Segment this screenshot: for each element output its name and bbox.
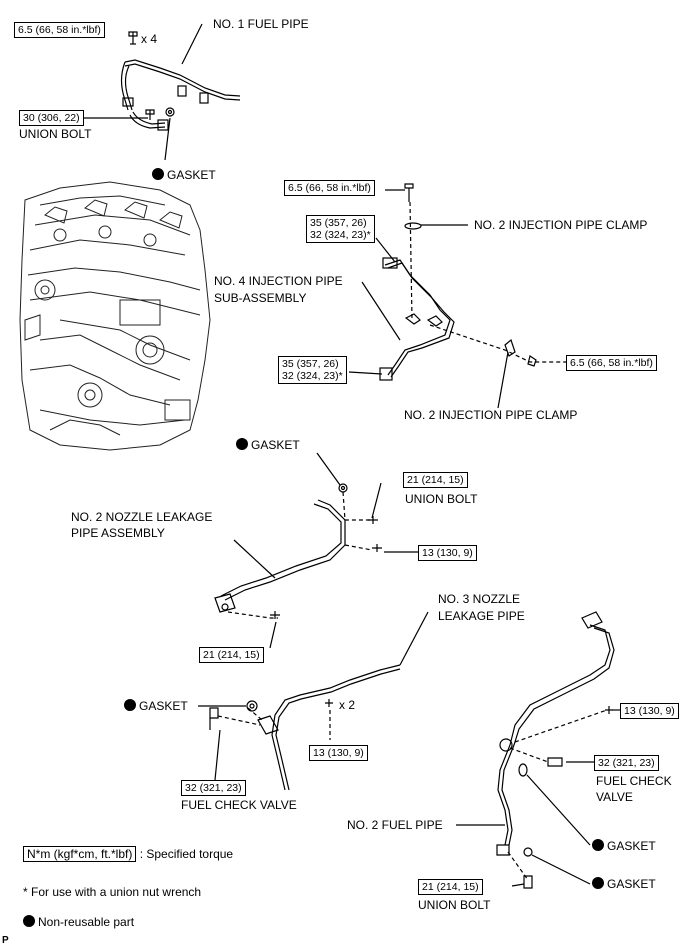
leader-t7 [371,482,382,519]
leader-t9 [269,621,277,649]
gasket-right-2-label: GASKET [592,877,656,891]
leader-no2-nozzle [233,539,276,579]
no3-nozzle-leakage-label-1: NO. 3 NOZZLE [438,592,521,606]
leader-gasket-right-1 [526,774,591,846]
torque-t14: 21 (214, 15) [418,879,483,895]
x2-label: x 2 [339,698,356,712]
no1-fuel-pipe-label: NO. 1 FUEL PIPE [213,17,309,31]
leader-gasket-mid [316,452,341,486]
no4-injection-pipe-label-2: SUB-ASSEMBLY [214,291,307,305]
no1-fuel-pipe-drawing [120,31,241,131]
fuel-check-valve-right-label-2: VALVE [596,790,633,804]
fuel-check-valve-left-label: FUEL CHECK VALVE [181,798,297,812]
non-reusable-dot-icon [592,877,604,889]
no3-nozzle-leakage-pipe-drawing [209,664,401,791]
no2-injection-pipe-clamp-bottom-label: NO. 2 INJECTION PIPE CLAMP [404,408,578,422]
leader-no4-pipe [361,281,401,341]
no2-fuel-pipe-label: NO. 2 FUEL PIPE [347,818,443,832]
non-reusable-dot-icon [152,168,164,180]
corner-code: P [2,935,9,946]
leader-clamp-bottom [497,351,509,409]
no2-fuel-pipe-drawing [496,611,615,889]
leader-t12 [214,729,221,781]
dash-t9 [227,611,278,619]
dash-t8 [344,544,373,551]
no3-nozzle-leakage-label-2: LEAKAGE PIPE [438,609,525,623]
leader-gasket-top [164,117,171,161]
dash-gasket-mid [342,491,370,521]
dash-gasket-left [247,707,263,721]
non-reusable-dot-icon [124,699,136,711]
no4-injection-pipe-drawing [379,183,537,381]
torque-t4: 35 (357, 26)32 (324, 23)* [306,215,375,243]
legend-asterisk-note: * For use with a union nut wrench [23,885,202,899]
no4-injection-pipe-label-1: NO. 4 INJECTION PIPE [214,274,343,288]
union-bolt-bottom-label: UNION BOLT [418,898,491,912]
torque-t5: 35 (357, 26)32 (324, 23)* [278,356,347,384]
torque-t2: 30 (306, 22) [19,110,84,126]
torque-t1: 6.5 (66, 58 in.*lbf) [14,22,105,38]
no2-nozzle-leakage-label-2: PIPE ASSEMBLY [71,526,165,540]
dash-fcv-left [217,715,261,726]
gasket-top-label: GASKET [152,168,216,182]
gasket-mid-label: GASKET [236,438,300,452]
torque-t8: 13 (130, 9) [418,545,477,561]
dash-t11 [514,709,608,743]
dash-fcv-right [509,747,549,763]
torque-t10: 13 (130, 9) [309,745,368,761]
gasket-left-label: GASKET [124,699,188,713]
union-bolt-top-label: UNION BOLT [19,127,92,141]
legend-torque-desc: : Specified torque [139,847,234,861]
no2-nozzle-leakage-pipe-drawing [214,483,382,619]
gasket-right-1-label: GASKET [592,839,656,853]
leader-t14 [511,883,525,887]
torque-t9: 21 (214, 15) [199,647,264,663]
torque-t12: 32 (321, 23) [181,780,246,796]
leader-gasket-right-2 [531,854,591,885]
torque-t7: 21 (214, 15) [403,472,468,488]
torque-t13: 32 (321, 23) [594,755,659,771]
dash-union-bolt-bottom [507,851,529,881]
leader-t5 [348,371,383,375]
non-reusable-dot-icon [236,438,248,450]
leader-t4 [375,237,396,263]
fuel-check-valve-right-label-1: FUEL CHECK [596,774,672,788]
non-reusable-dot-icon [592,839,604,851]
dash-clamp-bottom [429,324,566,363]
torque-t3: 6.5 (66, 58 in.*lbf) [284,180,375,196]
leader-no3-nozzle [399,611,429,666]
no2-injection-pipe-clamp-top-label: NO. 2 INJECTION PIPE CLAMP [474,218,648,232]
legend-non-reusable: Non-reusable part [23,915,134,929]
legend-torque-unit: N*m (kgf*cm, ft.*lbf) [23,846,137,862]
x4-label: x 4 [141,32,158,46]
torque-t11: 13 (130, 9) [620,703,679,719]
torque-t6: 6.5 (66, 58 in.*lbf) [566,355,657,371]
leader-no1-fuel-pipe [181,23,203,65]
legend-torque: N*m (kgf*cm, ft.*lbf) : Specified torque [23,846,234,862]
no2-nozzle-leakage-label-1: NO. 2 NOZZLE LEAKAGE [71,510,213,524]
union-bolt-mid-label: UNION BOLT [405,492,478,506]
non-reusable-dot-icon [23,915,35,927]
engine-illustration [19,181,211,451]
dash-clamp-top [409,201,413,321]
